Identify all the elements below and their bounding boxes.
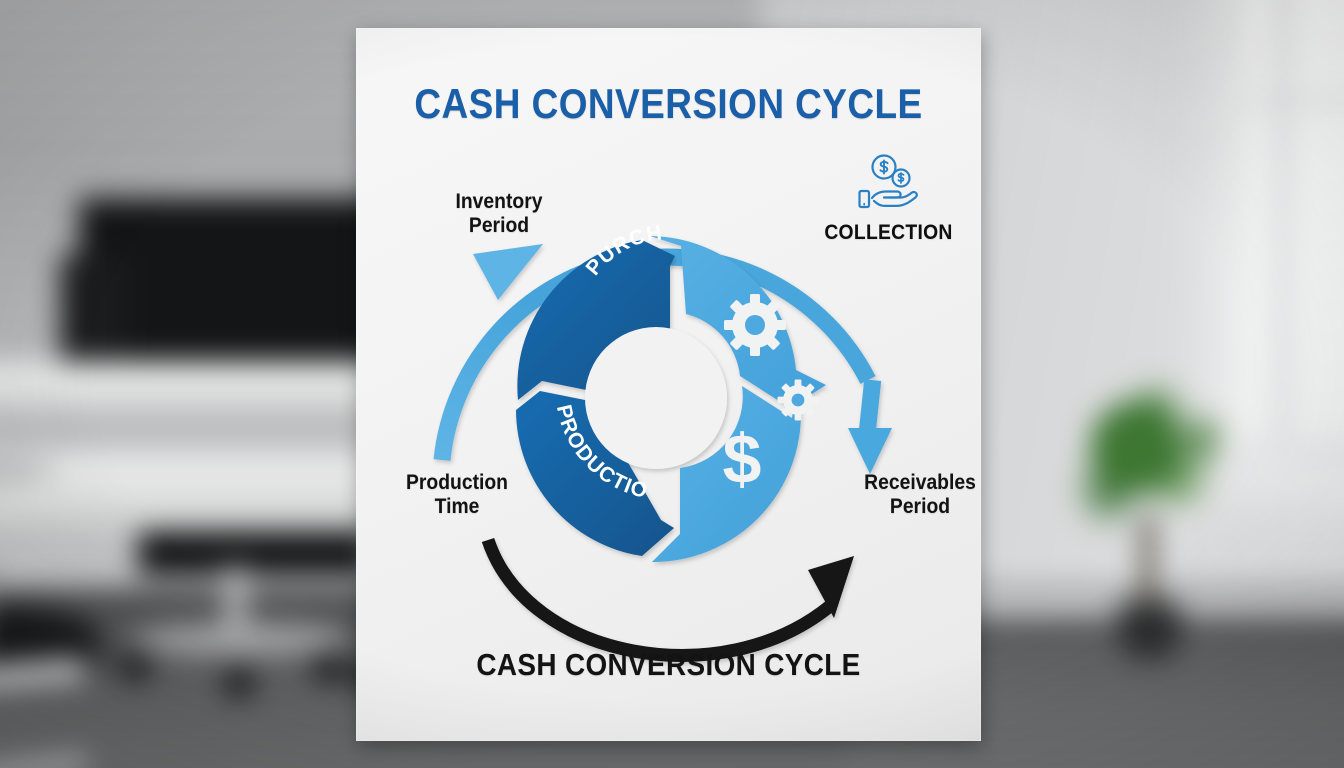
- outer-cycle-arrow: [433, 244, 892, 474]
- potted-plant-trunk: [1141, 517, 1155, 615]
- page-title: CASH CONVERSION CYCLE: [414, 80, 923, 127]
- label-inventory-period: Inventory Period: [439, 190, 559, 237]
- office-chair-caster: [311, 653, 346, 683]
- label-inventory-period-line1: Inventory: [455, 190, 543, 213]
- window-frame-horizontal: [1250, 99, 1344, 105]
- cycle-diagram: PURCHASE PRODUCTION: [356, 28, 892, 662]
- cycle-wheel: [516, 236, 826, 563]
- office-chair-post: [225, 566, 246, 629]
- window-sill: [1237, 437, 1344, 473]
- label-collection: COLLECTION: [824, 221, 953, 244]
- gears-icon: [724, 294, 786, 356]
- office-chair-base: [129, 623, 351, 655]
- wheel-segment-cash: [652, 380, 801, 563]
- cash-conversion-cycle-poster: CASH CONVERSION CYCLE: [356, 28, 981, 741]
- bottom-cycle-arrow: [481, 537, 854, 662]
- wheel-segment-purchase-label: PURCHASE: [356, 28, 664, 280]
- window-frame-vertical: [1278, 0, 1287, 456]
- wheel-hub: [585, 327, 727, 469]
- label-production-time: Production Time: [388, 471, 526, 518]
- meeting-table: [0, 450, 380, 535]
- poster-caption: CASH CONVERSION CYCLE: [476, 647, 861, 682]
- office-chair-caster: [118, 652, 151, 681]
- office-chair-caster: [222, 669, 255, 698]
- hand-holding-coins-icon: [858, 154, 918, 209]
- label-production-time-line2: Time: [434, 494, 480, 518]
- label-production-time-line1: Production: [406, 471, 508, 494]
- label-inventory-period-line2: Period: [468, 213, 530, 237]
- label-receivables-period: Receivables Period: [846, 471, 981, 518]
- window: [1250, 0, 1344, 456]
- wheel-segment-production: [516, 391, 674, 556]
- wheel-segment-operations: [650, 236, 826, 408]
- potted-plant-pot: [1118, 601, 1180, 660]
- gears-icon-small: [777, 379, 819, 421]
- svg-text:$: $: [723, 420, 762, 498]
- label-receivables-period-line1: Receivables: [864, 471, 976, 494]
- dollar-sign-icon: $: [723, 420, 762, 498]
- label-receivables-period-line2: Period: [889, 494, 951, 518]
- office-chair-seat: [137, 530, 372, 575]
- wheel-segment-purchase: [517, 240, 675, 400]
